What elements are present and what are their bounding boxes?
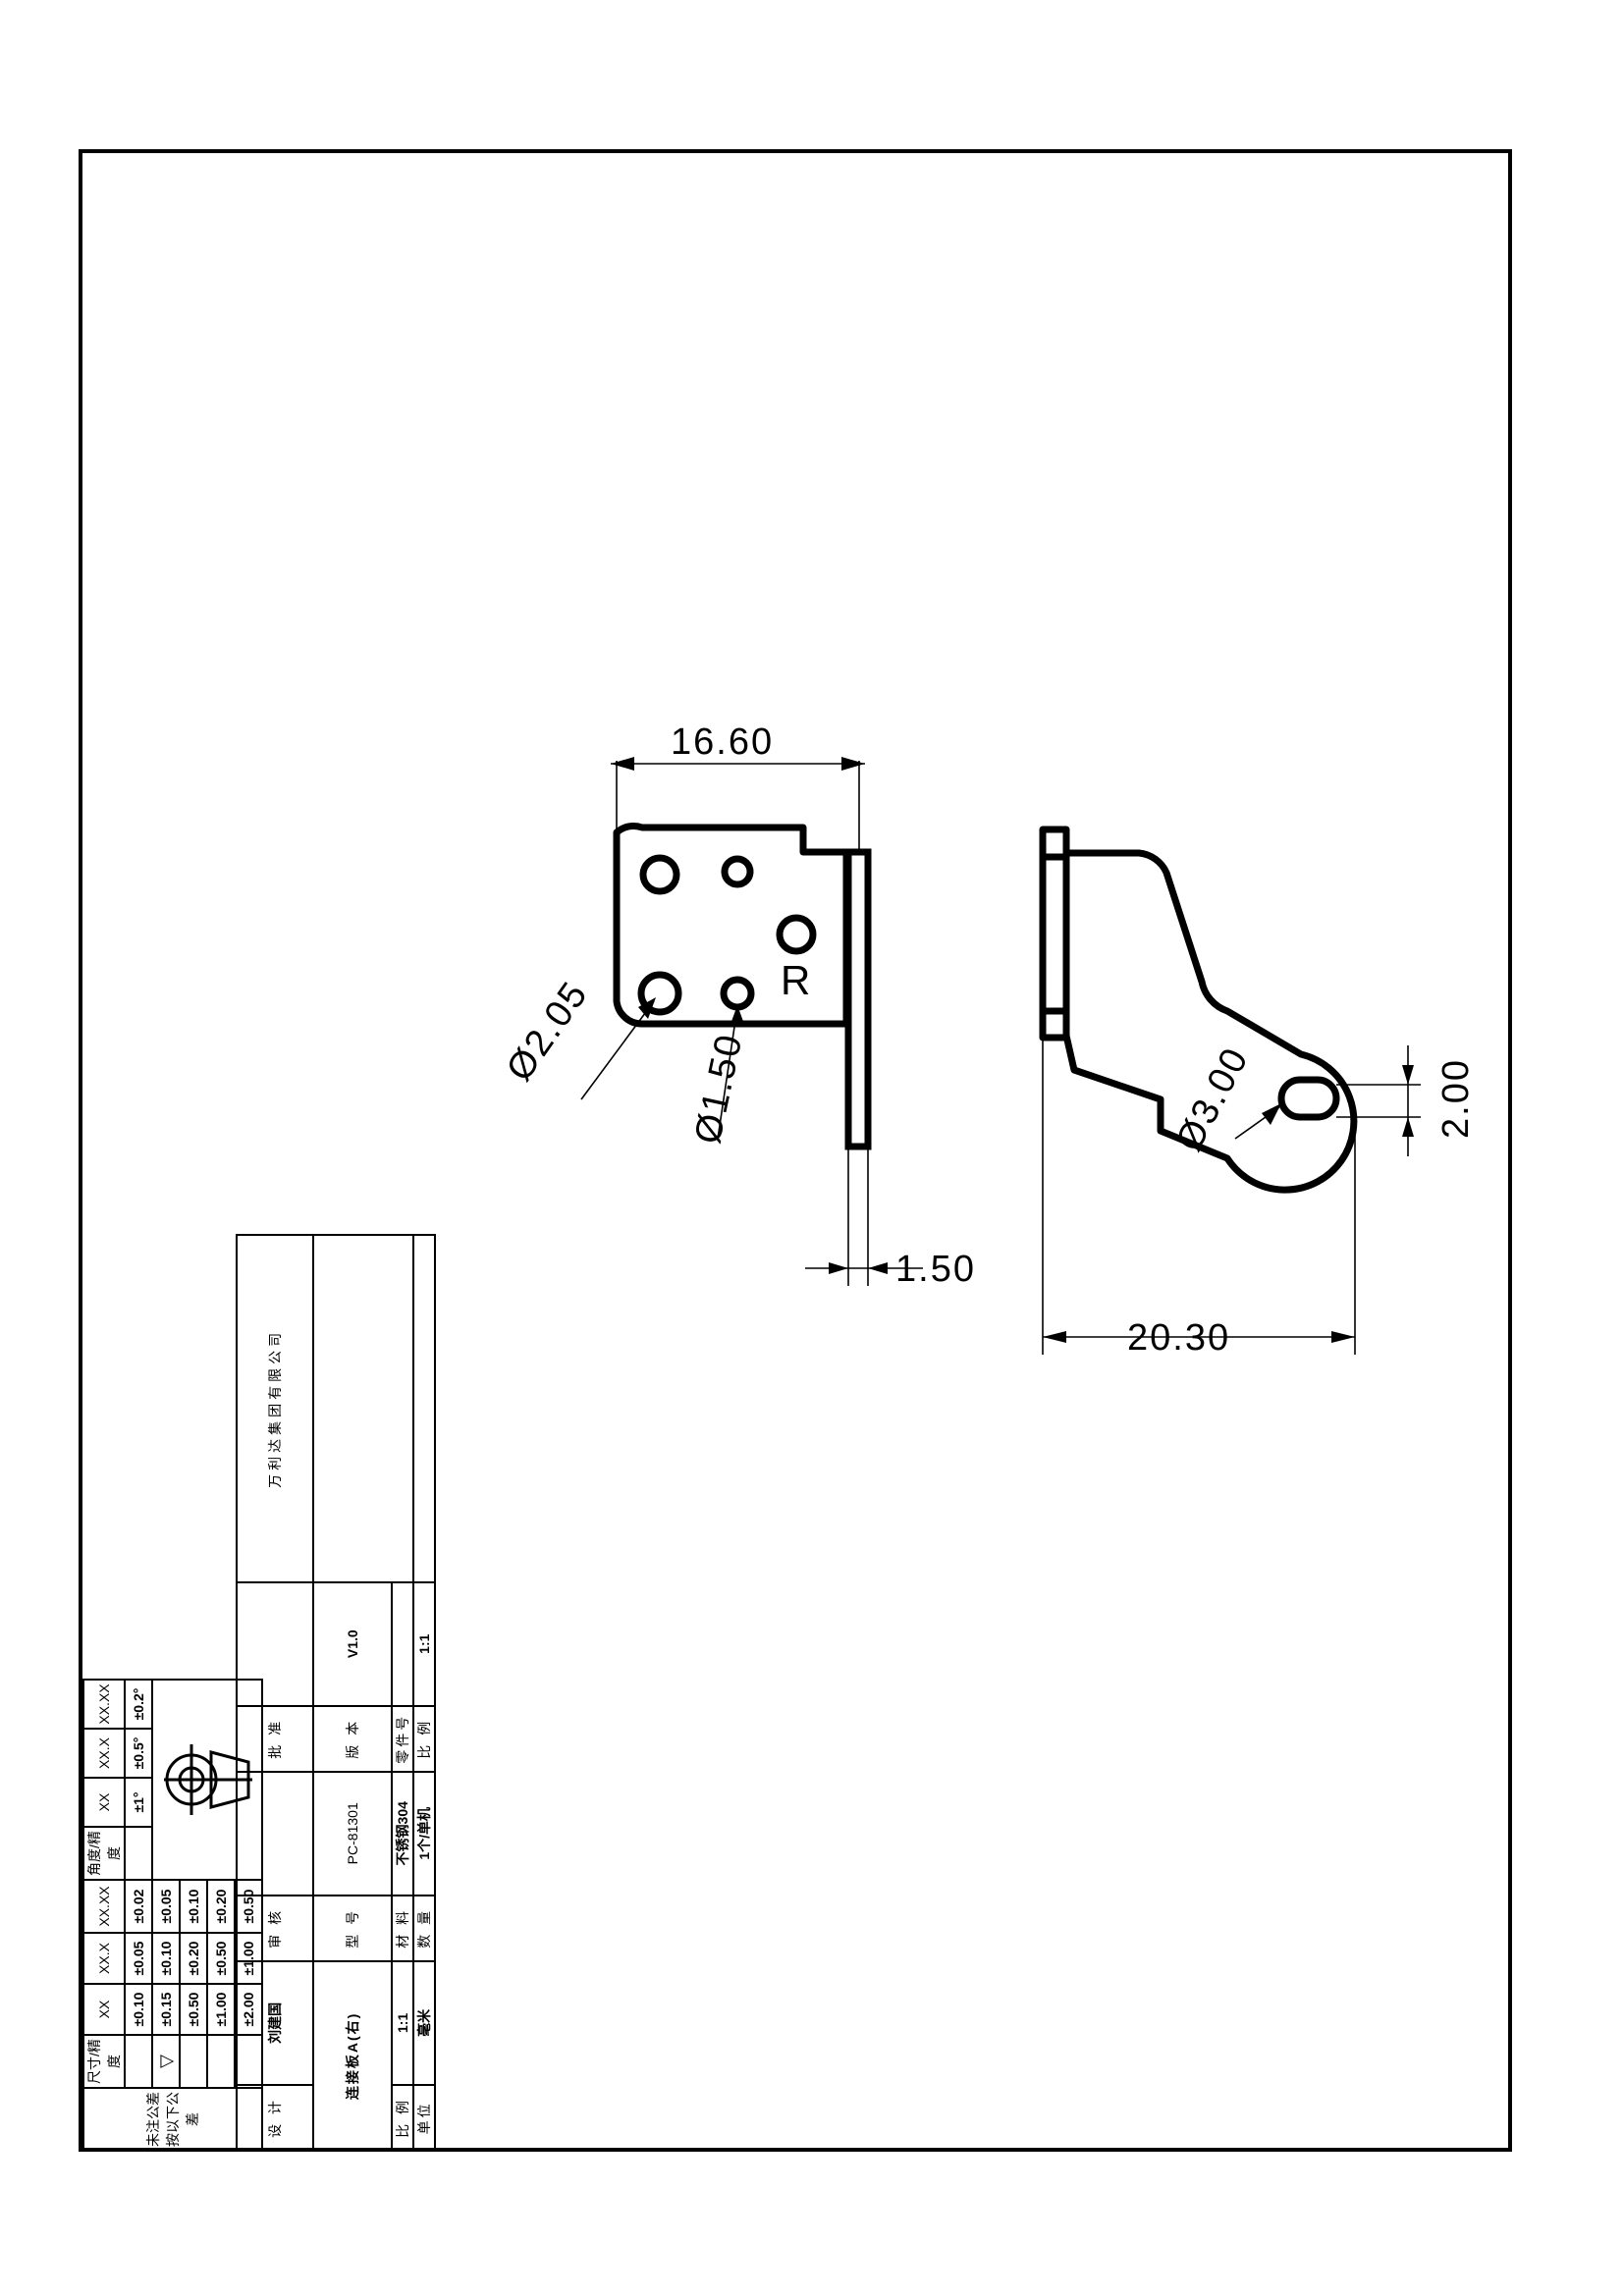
spec-value-partno: [392, 1581, 413, 1706]
tol-xxx: ±0.50: [207, 1933, 235, 1984]
dim-label-overall-width: 16.60: [671, 721, 775, 763]
sheet-border-frame: [79, 149, 1512, 2152]
role-label-approve: 批 准: [237, 1705, 313, 1772]
footer-label-unit: 单位: [413, 2084, 435, 2151]
spec-value-material: 不锈钢304: [392, 1771, 413, 1896]
tol-col-angle-xx: XX: [83, 1778, 125, 1827]
footer-value-qty: 1个/单机: [413, 1771, 435, 1896]
tol-col-angle-xxxx: XX.XX: [83, 1680, 125, 1729]
tol-xxx: ±0.05: [125, 1933, 152, 1984]
dim-label-radius-note: R: [781, 957, 813, 1003]
spec-value-version: V1.0: [313, 1581, 392, 1706]
spec-label-version: 版 本: [313, 1705, 392, 1772]
company-name: 万利达集团有限公司: [237, 1235, 313, 1582]
first-angle-projection-symbol-icon: [164, 1744, 252, 1815]
spec-label-partno: 零件号: [392, 1705, 413, 1772]
tol-col-xxx: XX.X: [83, 1933, 125, 1984]
tol-a-xx: ±1°: [125, 1778, 152, 1827]
title-block: 未注公差按以下公差 尺寸/精度 XX XX.X XX.XX 角度/精度 XX X…: [82, 1234, 435, 2152]
tol-xxxx: ±0.10: [180, 1880, 207, 1933]
role-value-design: 刘建国: [237, 1960, 313, 2085]
spec-label-model: 型 号: [313, 1895, 392, 1961]
tol-grade: [180, 2035, 207, 2088]
tol-col-size-precision: 尺寸/精度: [83, 2035, 125, 2088]
footer-value-unit: 毫米: [413, 1960, 435, 2085]
tol-grade: ▽: [152, 2035, 180, 2088]
tol-xx: ±0.10: [125, 1984, 152, 2035]
spec-value-model: PC-81301: [313, 1771, 392, 1896]
main-title-table: 设 计 刘建国 审 核 批 准 万利达集团有限公司 连接板A(右) 型 号 PC…: [236, 1234, 436, 2152]
tolerance-row: ±0.10 ±0.05 ±0.02 ±1° ±0.5° ±0.2°: [125, 1680, 152, 2151]
tolerance-header-row: 未注公差按以下公差 尺寸/精度 XX XX.X XX.XX 角度/精度 XX X…: [83, 1680, 262, 2151]
role-value-approve: [237, 1581, 313, 1706]
role-label-design: 设 计: [237, 2084, 313, 2151]
tol-a-xxx: ±0.5°: [125, 1729, 152, 1778]
footer-label-scale: 比 例: [392, 2084, 413, 2151]
tol-col-angle-xxx: XX.X: [83, 1729, 125, 1778]
tol-xx: ±1.00: [207, 1984, 235, 2035]
tol-col-xxxx: XX.XX: [83, 1880, 125, 1933]
tol-xx: ±0.15: [152, 1984, 180, 2035]
title-row-4: 单位 毫米 数 量 1个/单机 比 例 1:1: [413, 1235, 435, 2151]
role-value-check: [237, 1771, 313, 1896]
tol-angle: [125, 1827, 152, 1880]
projection-symbol-cell: [152, 1680, 262, 1880]
tol-col-xx: XX: [83, 1984, 125, 2035]
tol-grade: [125, 2035, 152, 2088]
spec-label-scale2: 比 例: [413, 1705, 435, 1772]
footer-value-scale: 1:1: [392, 1960, 413, 2085]
tol-xxx: ±0.10: [152, 1933, 180, 1984]
part-name: 连接板A(右): [313, 1960, 392, 2151]
dim-label-thickness: 1.50: [895, 1249, 976, 1290]
spec-label-material: 材 料: [392, 1895, 413, 1961]
company-name-spacer: [313, 1235, 413, 1582]
dim-label-overall-length: 20.30: [1127, 1317, 1231, 1359]
tol-xxxx: ±0.05: [152, 1880, 180, 1933]
tol-col-angle-precision: 角度/精度: [83, 1827, 125, 1880]
title-block-empty-cell: [413, 1235, 435, 1582]
tol-xxxx: ±0.02: [125, 1880, 152, 1933]
tol-xxx: ±0.20: [180, 1933, 207, 1984]
role-label-check: 审 核: [237, 1895, 313, 1961]
tolerance-row: ▽ ±0.15 ±0.10 ±0.05: [152, 1680, 262, 2151]
spec-value-scale2: 1:1: [413, 1581, 435, 1706]
title-row-2: 连接板A(右) 型 号 PC-81301 版 本 V1.0: [313, 1235, 413, 2151]
dim-label-pin-height: 2.00: [1435, 1058, 1477, 1139]
tolerance-table: 未注公差按以下公差 尺寸/精度 XX XX.X XX.XX 角度/精度 XX X…: [82, 1679, 263, 2152]
tol-xxxx: ±0.20: [207, 1880, 235, 1933]
tol-a-xxxx: ±0.2°: [125, 1680, 152, 1729]
tol-xx: ±0.50: [180, 1984, 207, 2035]
tol-grade: [207, 2035, 235, 2088]
footer-label-qty: 数 量: [413, 1895, 435, 1961]
